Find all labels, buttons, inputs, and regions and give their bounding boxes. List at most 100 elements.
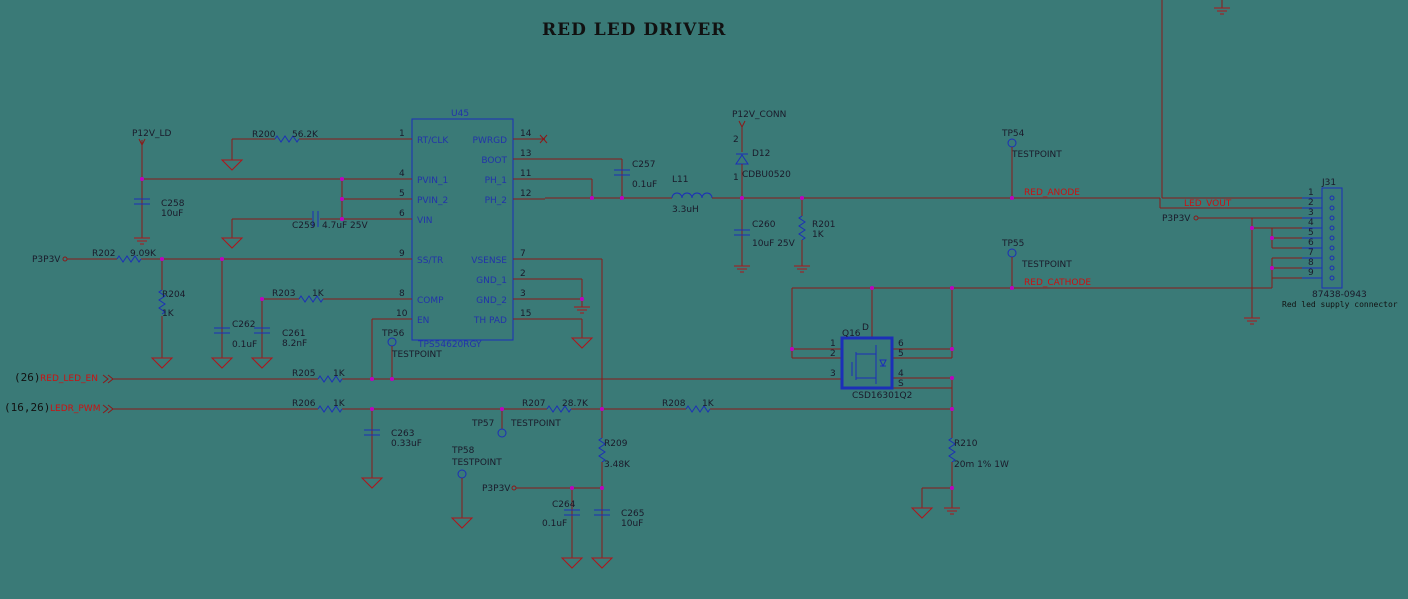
u45-pin-gnd2: GND_2 xyxy=(476,296,507,306)
c258-capacitor[interactable]: C258 10uF xyxy=(134,198,185,219)
ground-r201 xyxy=(794,265,810,273)
red-led-en-port[interactable]: (26) RED_LED_EN xyxy=(14,371,114,384)
svg-text:S: S xyxy=(898,379,904,389)
svg-text:1K: 1K xyxy=(812,230,825,240)
ground-c260 xyxy=(734,265,750,273)
r210-resistor[interactable]: R210 20m 1% 1W xyxy=(948,437,1009,470)
u45-pin-boot: BOOT xyxy=(481,156,507,166)
svg-text:LEDR_PWM: LEDR_PWM xyxy=(50,404,100,414)
j31-ref: J31 xyxy=(1321,178,1336,188)
u45-pin-12-num: 12 xyxy=(520,189,531,199)
svg-text:1: 1 xyxy=(830,339,836,349)
l11-inductor[interactable]: L11 3.3uH xyxy=(671,175,713,215)
net-red-anode: RED_ANODE xyxy=(1024,188,1080,198)
r203-resistor[interactable]: R203 1K xyxy=(272,289,325,303)
svg-text:C262: C262 xyxy=(232,320,255,330)
u45-ref: U45 xyxy=(451,109,469,119)
svg-text:56.2K: 56.2K xyxy=(292,130,319,140)
u45-pin-gnd1: GND_1 xyxy=(476,276,507,286)
svg-text:4.7uF 25V: 4.7uF 25V xyxy=(322,221,369,231)
p12v-ld-port: P12V_LD xyxy=(132,129,172,238)
svg-text:R204: R204 xyxy=(162,290,186,300)
svg-text:7: 7 xyxy=(1308,248,1314,258)
r200-resistor[interactable]: R200 56.2K xyxy=(252,130,319,143)
svg-text:6: 6 xyxy=(1308,238,1314,248)
svg-text:C261: C261 xyxy=(282,329,305,339)
svg-text:2: 2 xyxy=(830,349,836,359)
svg-text:R200: R200 xyxy=(252,130,276,140)
svg-text:2: 2 xyxy=(1308,198,1314,208)
c264-capacitor[interactable]: C264 0.1uF xyxy=(542,500,580,529)
c260-capacitor[interactable]: C260 10uF 25V xyxy=(734,220,796,249)
u45-ic[interactable]: U45 TPS54620RGY 1 4 5 6 9 8 10 RT/CLK PV… xyxy=(380,109,545,350)
svg-text:TESTPOINT: TESTPOINT xyxy=(1021,260,1072,270)
r209-resistor[interactable]: R209 3.48K xyxy=(598,437,631,470)
u45-pin-pvin2: PVIN_2 xyxy=(417,196,448,206)
ground-r200 xyxy=(220,159,244,171)
u45-pin-10-num: 10 xyxy=(396,309,408,319)
c257-capacitor[interactable]: C257 0.1uF xyxy=(614,160,657,190)
q16-mosfet[interactable]: 1 2 3 4 5 6 D S Q16 CSD16301Q2 xyxy=(830,323,912,401)
u45-pin-vsense: VSENSE xyxy=(471,256,507,266)
svg-text:R203: R203 xyxy=(272,289,295,299)
tp57-testpoint[interactable]: TP57 TESTPOINT xyxy=(471,409,561,438)
c265-capacitor[interactable]: C265 10uF xyxy=(594,509,644,529)
j31-connector[interactable]: J31 1 2 3 4 5 6 7 8 9 87438-0943 Red led… xyxy=(1282,178,1398,309)
ground-c259 xyxy=(220,237,244,249)
c263-capacitor[interactable]: C263 0.33uF xyxy=(364,429,422,449)
svg-text:R207: R207 xyxy=(522,399,545,409)
tp54-testpoint[interactable]: TP54 TESTPOINT xyxy=(1001,129,1062,198)
svg-text:2: 2 xyxy=(733,135,739,145)
r202-resistor[interactable]: R202 9.09K xyxy=(92,249,157,263)
r204-resistor[interactable]: R204 1K xyxy=(158,289,186,319)
u45-pin-comp: COMP xyxy=(417,296,444,306)
ledr-pwm-port[interactable]: (16,26) LEDR_PWM xyxy=(4,401,114,414)
svg-text:L11: L11 xyxy=(672,175,688,185)
r205-resistor[interactable]: R205 1K xyxy=(292,369,346,383)
svg-text:R202: R202 xyxy=(92,249,115,259)
svg-text:20m 1% 1W: 20m 1% 1W xyxy=(954,460,1009,470)
svg-text:TP58: TP58 xyxy=(451,446,475,456)
svg-text:TP57: TP57 xyxy=(471,419,494,429)
svg-text:3: 3 xyxy=(1308,208,1314,218)
svg-text:P12V_LD: P12V_LD xyxy=(132,129,172,139)
ground-c263 xyxy=(360,477,384,489)
svg-text:RED_LED_EN: RED_LED_EN xyxy=(40,374,98,384)
u45-pin-pwrgd: PWRGD xyxy=(473,136,508,146)
tp58-testpoint[interactable]: TP58 TESTPOINT xyxy=(451,446,502,518)
ground-u45-gnd xyxy=(574,306,590,314)
svg-text:1K: 1K xyxy=(333,369,346,379)
tp55-testpoint[interactable]: TP55 TESTPOINT xyxy=(1001,239,1072,288)
svg-text:C265: C265 xyxy=(621,509,644,519)
svg-text:P3P3V: P3P3V xyxy=(1162,214,1191,224)
r206-resistor[interactable]: R206 1K xyxy=(292,399,346,413)
svg-text:D: D xyxy=(862,323,869,333)
svg-text:CDBU0520: CDBU0520 xyxy=(742,170,791,180)
c262-capacitor[interactable]: C262 0.1uF xyxy=(214,320,257,350)
svg-text:TESTPOINT: TESTPOINT xyxy=(1011,150,1062,160)
svg-text:C263: C263 xyxy=(391,429,414,439)
r208-resistor[interactable]: R208 1K xyxy=(662,399,715,413)
svg-text:TESTPOINT: TESTPOINT xyxy=(391,350,442,360)
c261-capacitor[interactable]: C261 8.2nF xyxy=(254,327,307,349)
c259-capacitor[interactable]: C259 4.7uF 25V xyxy=(292,211,369,231)
svg-text:0.1uF: 0.1uF xyxy=(632,180,657,190)
p3p3v-port-b: P3P3V xyxy=(1162,214,1199,224)
u45-pin-8-num: 8 xyxy=(399,289,405,299)
j31-description: Red led supply connector xyxy=(1282,300,1398,309)
u45-pin-thpad: TH PAD xyxy=(473,316,507,326)
u45-pin-vin: VIN xyxy=(417,216,433,226)
svg-text:5: 5 xyxy=(898,349,904,359)
svg-text:C260: C260 xyxy=(752,220,776,230)
tp56-testpoint[interactable]: TP56 TESTPOINT xyxy=(381,329,442,378)
svg-text:D12: D12 xyxy=(752,149,770,159)
svg-text:1K: 1K xyxy=(162,309,175,319)
svg-text:C259: C259 xyxy=(292,221,316,231)
u45-pin-rtclk: RT/CLK xyxy=(417,136,449,146)
svg-text:R201: R201 xyxy=(812,220,835,230)
svg-text:8: 8 xyxy=(1308,258,1314,268)
svg-text:3.3uH: 3.3uH xyxy=(672,205,699,215)
svg-text:3.48K: 3.48K xyxy=(604,460,631,470)
r201-resistor[interactable]: R201 1K xyxy=(798,215,835,241)
r207-resistor[interactable]: R207 28.7K xyxy=(522,399,589,413)
